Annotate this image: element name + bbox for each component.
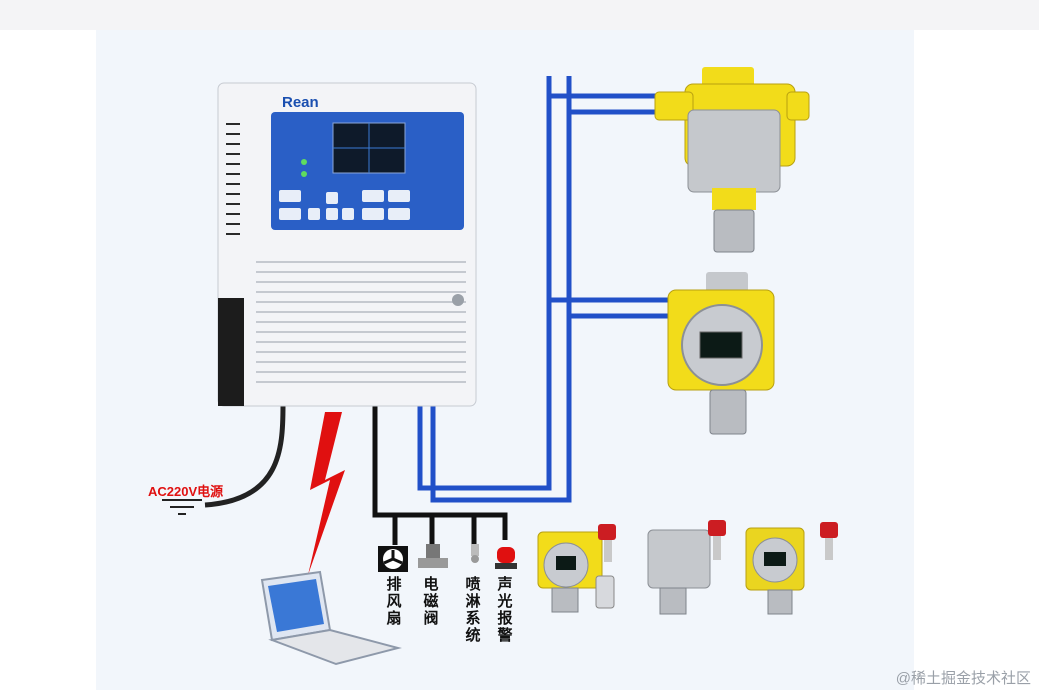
- detector2-wires: [549, 297, 668, 319]
- gas-alarm-controller: [217, 82, 477, 407]
- brand-logo: Rean: [282, 94, 319, 111]
- output-label-spray: 喷淋系统: [465, 576, 481, 644]
- wireless-signal-icon: [308, 412, 345, 575]
- relay-wires: [372, 404, 508, 545]
- output-label-alarm: 声光报警: [497, 576, 513, 644]
- bus-wire-outer: [417, 76, 552, 491]
- relay-branches: [392, 515, 477, 545]
- detector1-wires: [549, 93, 658, 115]
- top-bar: [0, 0, 1039, 30]
- gas-detector-2: [667, 272, 775, 435]
- laptop-icon: [260, 570, 402, 666]
- watermark: @稀土掘金技术社区: [895, 670, 1031, 687]
- sprinkler-icon: [471, 544, 479, 563]
- ground-icon: [162, 499, 202, 515]
- power-label: AC220V电源: [148, 484, 224, 499]
- output-label-fan: 排风扇: [386, 576, 402, 627]
- siren-icon: [495, 547, 517, 569]
- power-cable: [204, 404, 286, 508]
- fan-icon: [378, 546, 408, 572]
- signal-wires: [417, 76, 668, 503]
- small-detector-2: [647, 520, 726, 615]
- output-label-valve: 电磁阀: [423, 576, 439, 627]
- small-detector-1: [537, 524, 616, 613]
- relay-trunk: [372, 404, 508, 540]
- bus-wire-inner: [430, 76, 572, 503]
- gas-detector-1: [654, 67, 810, 253]
- solenoid-valve-icon: [418, 544, 448, 568]
- small-detector-3: [745, 522, 838, 615]
